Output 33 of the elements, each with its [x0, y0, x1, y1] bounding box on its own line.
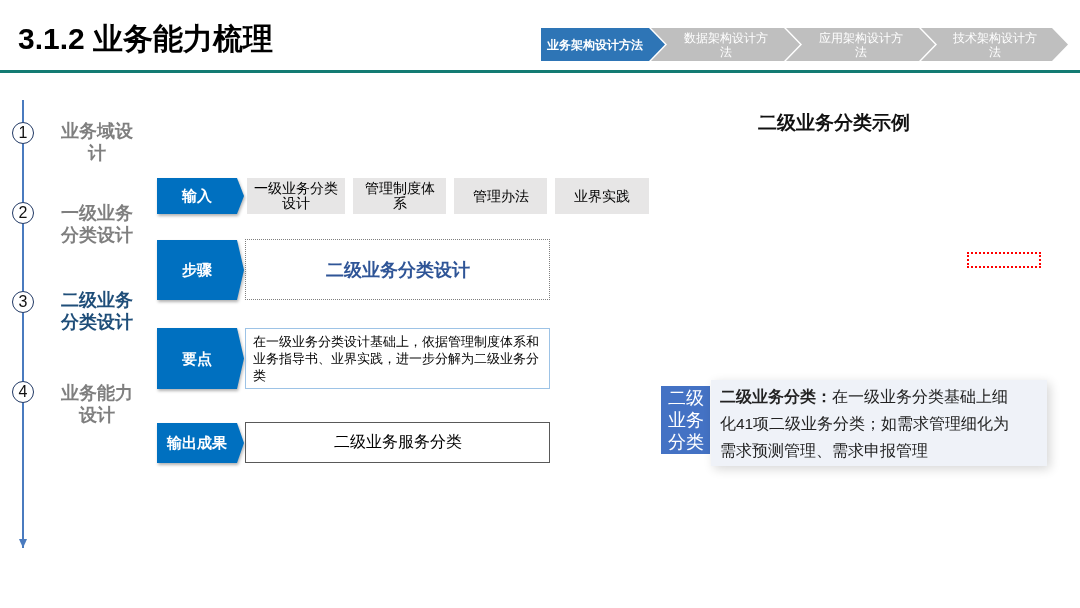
number-circle: 3 — [12, 291, 34, 313]
description-panel: 二级业务分类：在一级业务分类基础上细化41项二级业务分类；如需求管理细化为需求预测管理、需求申报管理 — [711, 380, 1047, 466]
connector-line — [22, 143, 24, 203]
page-title: 3.1.2 业务能力梳理 — [18, 21, 274, 57]
number-circle: 4 — [12, 381, 34, 403]
chevron-tab: 业务架构设计方法 — [541, 28, 665, 61]
input-box: 管理制度体系 — [353, 178, 446, 214]
step-label: 业务能力设计 — [60, 382, 134, 426]
input-box: 业界实践 — [555, 178, 649, 214]
section-heading: 二级业务分类示例 — [757, 111, 911, 135]
text-box: 在一级业务分类设计基础上，依据管理制度体系和业务指导书、业界实践，进一步分解为二级业务分类 — [245, 328, 550, 389]
step-box: 二级业务分类设计 — [245, 239, 550, 300]
category-box: 二级业务分类 — [661, 386, 710, 454]
chevron-tab: 数据架构设计方法 — [651, 28, 800, 61]
pentagon-tag: 要点 — [157, 328, 244, 389]
number-circle: 1 — [12, 122, 34, 144]
step-label: 二级业务分类设计 — [60, 289, 134, 333]
output-box: 二级业务服务分类 — [245, 422, 550, 463]
connector-line — [22, 312, 24, 382]
pentagon-tag: 输入 — [157, 178, 244, 214]
step-label: 业务域设计 — [60, 120, 134, 164]
pentagon-tag: 输出成果 — [157, 423, 244, 463]
connector-line — [22, 223, 24, 292]
number-circle: 2 — [12, 202, 34, 224]
dotted-box — [967, 252, 1041, 268]
pentagon-tag: 步骤 — [157, 240, 244, 300]
input-box: 一级业务分类设计 — [247, 178, 345, 214]
step-label: 一级业务分类设计 — [60, 202, 134, 246]
chevron-tab: 应用架构设计方法 — [786, 28, 935, 61]
input-box: 管理办法 — [454, 178, 547, 214]
chevron-tab: 技术架构设计方法 — [921, 28, 1068, 61]
connector-line — [22, 99, 24, 123]
arrow — [19, 402, 27, 549]
